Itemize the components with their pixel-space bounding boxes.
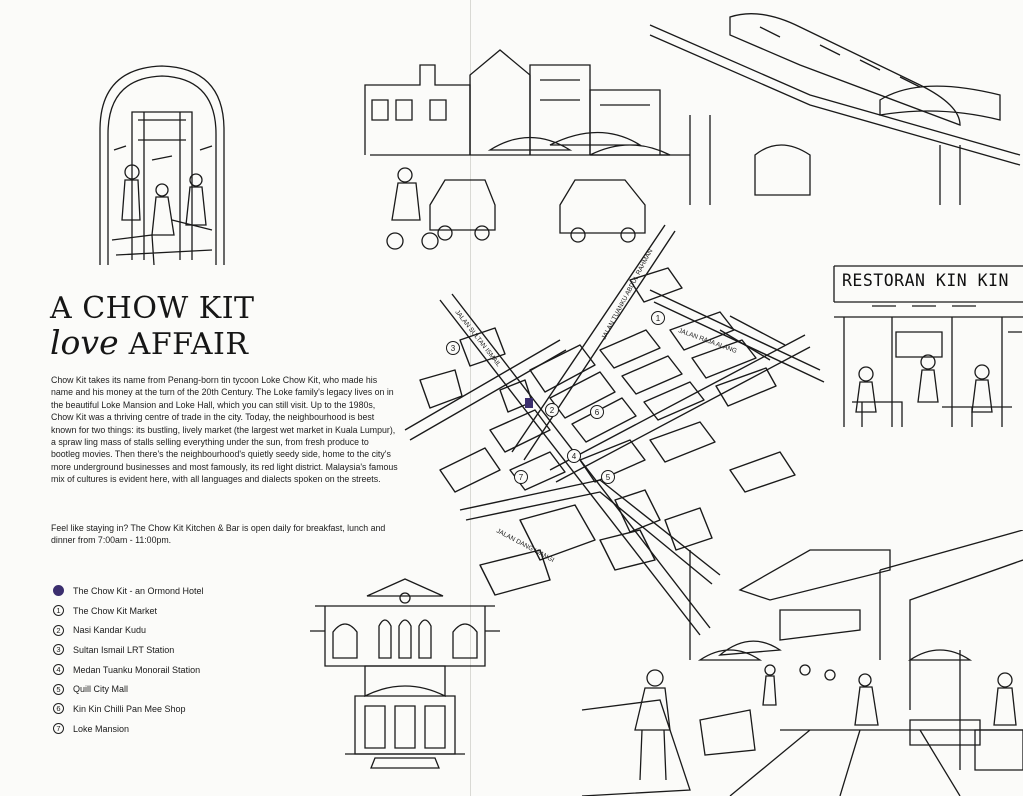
- legend-label: Sultan Ismail LRT Station: [73, 644, 175, 655]
- title-line-1: A CHOW KIT: [50, 291, 255, 326]
- legend-item-1: 1 The Chow Kit Market: [53, 601, 204, 621]
- map-marker-2-label: 2: [550, 406, 555, 415]
- legend-label: The Chow Kit - an Ormond Hotel: [73, 585, 204, 596]
- map-marker-4-label: 4: [572, 452, 577, 461]
- map-marker-3-label: 3: [451, 344, 456, 353]
- archway-illustration: [99, 65, 225, 266]
- legend-number: 6: [53, 703, 64, 715]
- legend-label: Loke Mansion: [73, 723, 130, 734]
- map-marker-7[interactable]: 7: [514, 470, 528, 484]
- legend-label: The Chow Kit Market: [73, 605, 158, 616]
- legend-number: 4: [53, 664, 64, 676]
- restaurant-illustration: [833, 265, 1023, 427]
- legend-item-5: 5 Quill City Mall: [53, 679, 204, 699]
- legend-number: 5: [53, 683, 64, 695]
- legend-label: Nasi Kandar Kudu: [73, 625, 147, 636]
- stay-paragraph: Feel like staying in? The Chow Kit Kitch…: [51, 523, 386, 546]
- map-marker-5[interactable]: 5: [601, 470, 615, 484]
- map-marker-4[interactable]: 4: [567, 449, 581, 463]
- map-marker-1[interactable]: 1: [651, 311, 665, 325]
- map-marker-2[interactable]: 2: [545, 403, 559, 417]
- map-marker-7-label: 7: [519, 473, 524, 482]
- hotel-marker-icon: [53, 585, 64, 597]
- street-label-sultan-ismail: JALAN SULTAN ISMAIL: [453, 309, 502, 369]
- map-marker-1-label: 1: [656, 314, 661, 323]
- street-label-tuanku-abdul-rahman: JALAN TUANKU ABDUL RAHMAN: [601, 248, 655, 341]
- legend-item-6: 6 Kin Kin Chilli Pan Mee Shop: [53, 699, 204, 719]
- legend-label: Kin Kin Chilli Pan Mee Shop: [73, 703, 186, 714]
- map-marker-5-label: 5: [606, 473, 611, 482]
- legend-number: 7: [53, 723, 64, 735]
- legend-item-3: 3 Sultan Ismail LRT Station: [53, 640, 204, 660]
- legend-label: Medan Tuanku Monorail Station: [73, 664, 201, 675]
- page-fold: [470, 0, 471, 796]
- street-map: JALAN SULTAN ISMAIL JALAN TUANKU ABDUL R…: [404, 224, 825, 636]
- hotel-marker[interactable]: [525, 398, 533, 408]
- legend-item-4: 4 Medan Tuanku Monorail Station: [53, 660, 204, 680]
- legend-number: 1: [53, 605, 64, 617]
- intro-paragraph: Chow Kit takes its name from Penang-born…: [51, 375, 398, 485]
- map-marker-6[interactable]: 6: [590, 405, 604, 419]
- map-marker-6-label: 6: [595, 408, 600, 417]
- legend-item-hotel: The Chow Kit - an Ormond Hotel: [53, 581, 204, 601]
- legend-item-2: 2 Nasi Kandar Kudu: [53, 620, 204, 640]
- legend-number: 2: [53, 624, 64, 636]
- street-scene-illustration: [364, 13, 1021, 250]
- map-marker-3[interactable]: 3: [446, 341, 460, 355]
- title-line-2: AFFAIR: [128, 327, 249, 362]
- page-title: A CHOW KIT love AFFAIR: [50, 292, 350, 362]
- legend-number: 3: [53, 644, 64, 656]
- legend-label: Quill City Mall: [73, 684, 129, 695]
- map-legend: The Chow Kit - an Ormond Hotel 1 The Cho…: [53, 581, 204, 739]
- legend-item-7: 7 Loke Mansion: [53, 719, 204, 739]
- restaurant-sign: RESTORAN KIN KIN: [842, 271, 1009, 290]
- mansion-illustration: [310, 578, 500, 769]
- title-italic-love: love: [50, 323, 119, 362]
- market-illustration: [581, 530, 1023, 796]
